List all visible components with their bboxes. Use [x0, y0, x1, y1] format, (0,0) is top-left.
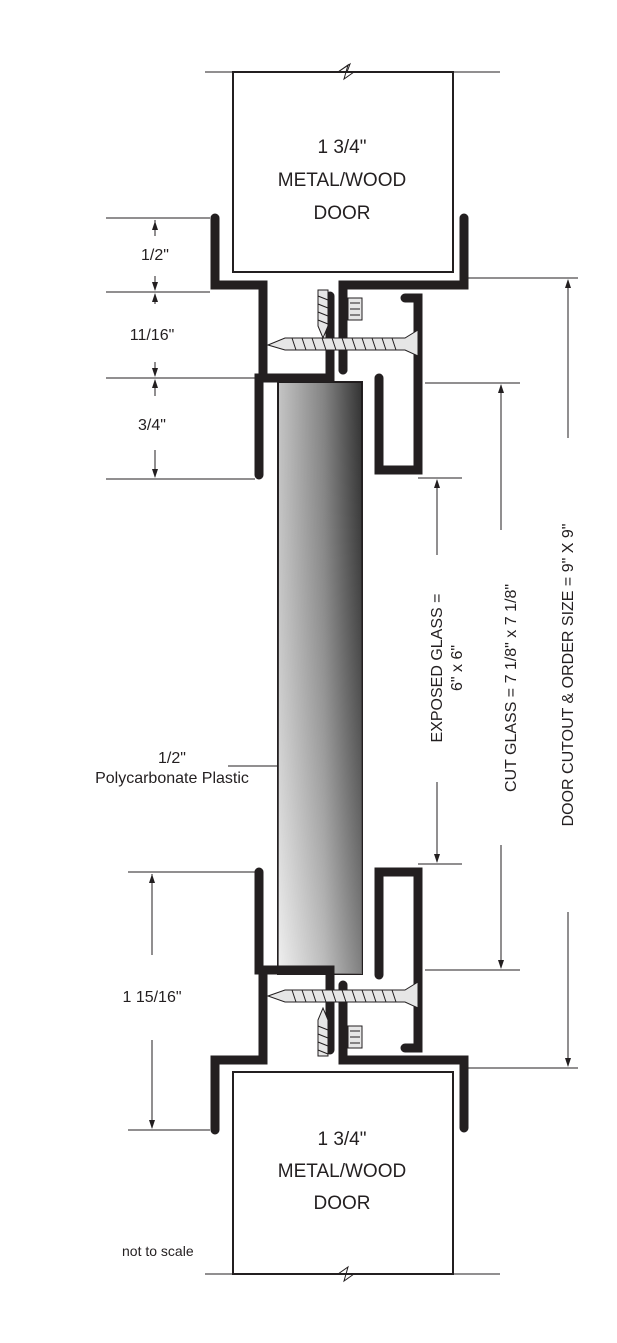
dimension-half-inch: 1/2" — [141, 247, 169, 264]
top-horizontal-screw — [266, 329, 419, 357]
bottom-frame-left — [210, 867, 335, 1135]
bottom-vertical-screw — [317, 1006, 363, 1057]
right-dimension-lines — [418, 277, 578, 1069]
dimension-one-fifteen-sixteenths: 1 15/16" — [122, 989, 181, 1006]
top-door-label: DOOR — [314, 203, 371, 224]
door-cutout-label: DOOR CUTOUT & ORDER SIZE = 9" X 9" — [560, 524, 577, 827]
bottom-door-label: DOOR — [314, 1193, 371, 1214]
top-door-material: METAL/WOOD — [278, 170, 406, 191]
panel-thickness-label: 1/2" — [158, 750, 186, 767]
bottom-door-thickness: 1 3/4" — [317, 1129, 366, 1150]
bottom-door — [205, 1071, 500, 1283]
top-door — [205, 62, 500, 273]
dimension-eleven-sixteenths: 11/16" — [130, 327, 175, 344]
left-dimension-lines — [106, 217, 278, 1131]
dimension-three-quarters: 3/4" — [138, 417, 166, 434]
bottom-door-material: METAL/WOOD — [278, 1161, 406, 1182]
scale-note: not to scale — [122, 1243, 194, 1259]
top-vertical-screw — [317, 289, 363, 340]
exposed-glass-label: EXPOSED GLASS = — [429, 594, 446, 743]
exposed-glass-size: 6" x 6" — [449, 645, 466, 691]
bottom-horizontal-screw — [266, 981, 419, 1009]
bottom-frame-right — [338, 867, 469, 1133]
top-frame-right — [338, 213, 469, 475]
top-door-thickness: 1 3/4" — [317, 137, 366, 158]
top-frame-left — [210, 213, 335, 480]
polycarbonate-panel — [277, 381, 363, 975]
cut-glass-label: CUT GLASS = 7 1/8" x 7 1/8" — [503, 584, 520, 792]
panel-material-label: Polycarbonate Plastic — [95, 770, 249, 787]
